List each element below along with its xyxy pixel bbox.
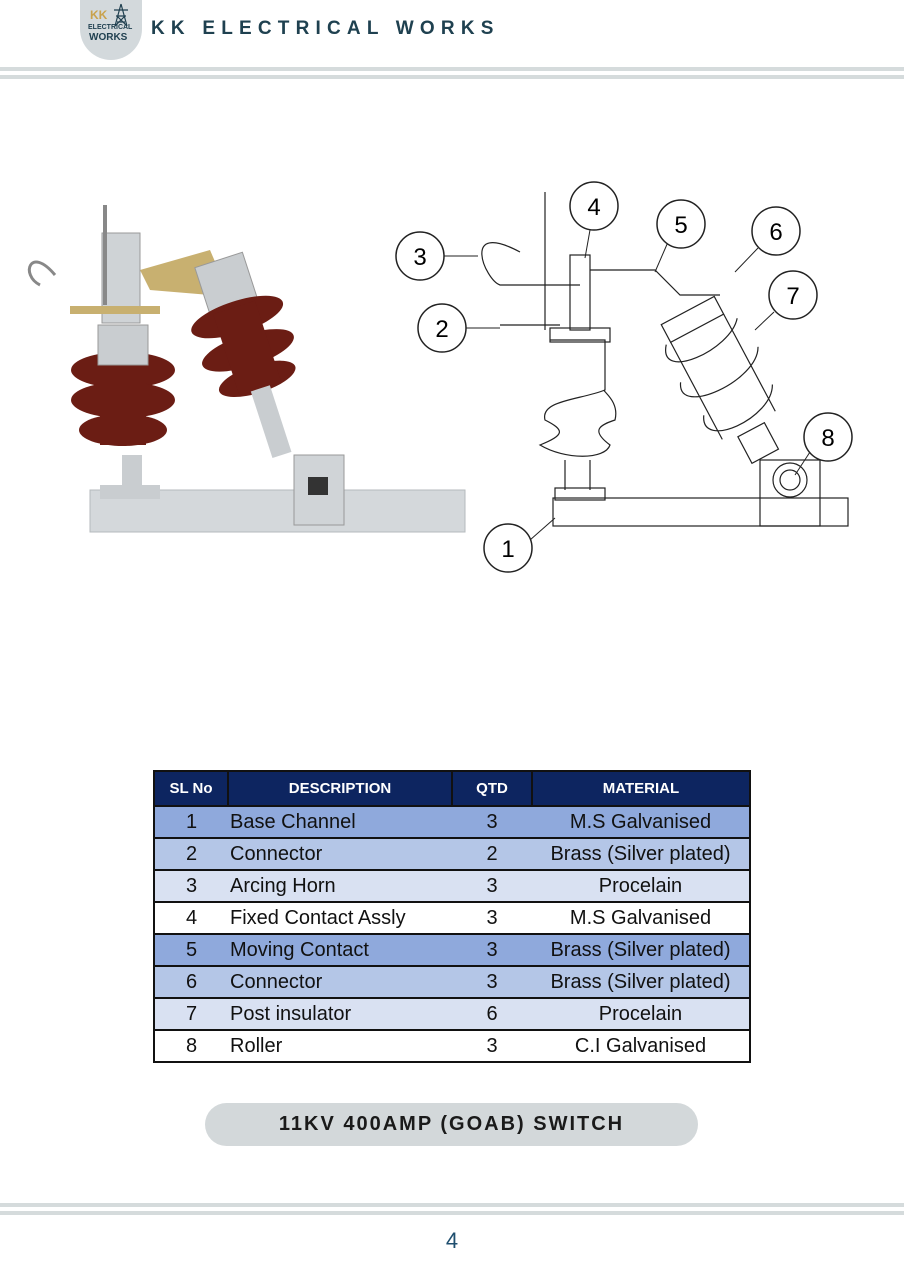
cell-description: Base Channel (228, 805, 452, 839)
cell-qty: 3 (452, 1029, 532, 1063)
cell-sl: 8 (154, 1029, 228, 1063)
cell-sl: 5 (154, 933, 228, 967)
callout-label: 5 (674, 212, 687, 239)
header-divider (0, 75, 904, 79)
callout-5: 5 (654, 199, 706, 273)
cell-qty: 3 (452, 965, 532, 999)
cell-material: M.S Galvanised (532, 901, 750, 935)
callout-1: 1 (483, 517, 556, 573)
callout-label: 3 (413, 244, 426, 271)
footer-divider (0, 1211, 904, 1215)
cell-description: Roller (228, 1029, 452, 1063)
parts-diagram: 1 2 3 4 5 6 7 8 (395, 181, 853, 573)
cell-description: Connector (228, 965, 452, 999)
cell-material: Procelain (532, 997, 750, 1031)
callout-7: 7 (754, 270, 818, 331)
transmission-tower-icon (114, 3, 128, 27)
callout-label: 7 (786, 283, 799, 310)
cell-sl: 2 (154, 837, 228, 871)
callout-markers: 1 2 3 4 5 6 7 8 (395, 181, 853, 573)
cell-sl: 1 (154, 805, 228, 839)
company-logo: KK ELECTRICAL WORKS (80, 0, 142, 60)
cell-qty: 3 (452, 869, 532, 903)
cell-material: Brass (Silver plated) (532, 965, 750, 999)
cell-qty: 6 (452, 997, 532, 1031)
product-title: 11KV 400AMP (GOAB) SWITCH (205, 1103, 698, 1146)
callout-8: 8 (794, 412, 853, 476)
callout-label: 8 (821, 425, 834, 452)
cell-sl: 3 (154, 869, 228, 903)
callout-4: 4 (569, 181, 619, 259)
cell-material: M.S Galvanised (532, 805, 750, 839)
cell-description: Fixed Contact Assly (228, 901, 452, 935)
cell-sl: 4 (154, 901, 228, 935)
brand-name: KK ELECTRICAL WORKS (151, 18, 500, 39)
col-header-description: DESCRIPTION (227, 770, 453, 807)
cell-material: C.I Galvanised (532, 1029, 750, 1063)
logo-kk: KK (90, 8, 108, 22)
logo-electrical: ELECTRICAL (88, 24, 133, 31)
cell-material: Brass (Silver plated) (532, 933, 750, 967)
callout-label: 2 (435, 316, 448, 343)
col-header-qty: QTD (451, 770, 533, 807)
product-photo (27, 205, 466, 533)
page-number: 4 (445, 1228, 459, 1253)
cell-qty: 2 (452, 837, 532, 871)
cell-description: Connector (228, 837, 452, 871)
col-header-sl: SL No (153, 770, 229, 807)
cell-sl: 6 (154, 965, 228, 999)
cell-description: Moving Contact (228, 933, 452, 967)
callout-label: 1 (501, 536, 514, 563)
callout-2: 2 (417, 303, 500, 353)
cell-qty: 3 (452, 805, 532, 839)
table-header-row: SL No DESCRIPTION QTD MATERIAL (153, 770, 751, 807)
footer-divider (0, 1203, 904, 1207)
logo-works: WORKS (89, 32, 128, 43)
callout-label: 6 (769, 219, 782, 246)
cell-qty: 3 (452, 901, 532, 935)
cell-material: Procelain (532, 869, 750, 903)
cell-qty: 3 (452, 933, 532, 967)
callout-6: 6 (734, 206, 801, 273)
header-divider (0, 67, 904, 71)
callout-3: 3 (395, 231, 478, 281)
cell-material: Brass (Silver plated) (532, 837, 750, 871)
cell-description: Post insulator (228, 997, 452, 1031)
cell-sl: 7 (154, 997, 228, 1031)
cell-description: Arcing Horn (228, 869, 452, 903)
col-header-material: MATERIAL (531, 770, 751, 807)
callout-label: 4 (587, 194, 600, 221)
